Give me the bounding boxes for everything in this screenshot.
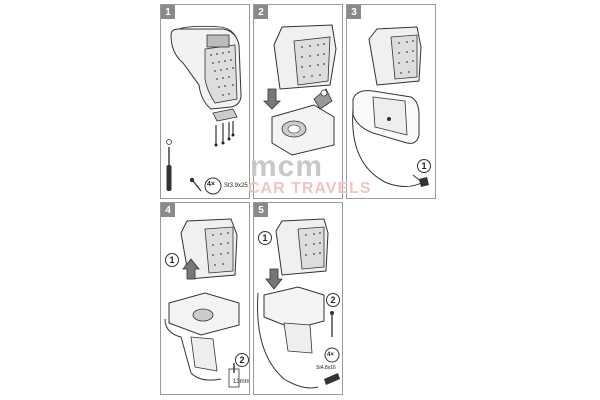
arrow-up-icon: [182, 258, 200, 280]
step-2-panel: 2: [253, 4, 343, 199]
armrest-top-view-illustration: [166, 25, 242, 195]
step-5-callout-1: 1: [258, 231, 272, 245]
armrest-open-lid-illustration: [263, 24, 337, 156]
armrest-mounting-illustration: [352, 26, 429, 187]
screwdriver-icon: [324, 373, 340, 385]
screwdriver-icon: [166, 139, 172, 191]
arrow-down-icon: [263, 88, 281, 110]
step-4-callout-2: 2: [235, 353, 249, 367]
wrench-size: 13mm: [233, 379, 250, 385]
clip-icon: [419, 177, 429, 187]
screw-spec: St4.8x16: [316, 365, 336, 371]
step-4-callout-1: 1: [165, 253, 179, 267]
arrow-down-icon: [265, 268, 283, 290]
screw-icon: [189, 177, 202, 192]
screw-quantity: 4×: [327, 352, 334, 358]
step-5-panel: 5 1 2 4× St4.8x16: [253, 202, 343, 395]
step-3-callout: 1: [417, 159, 431, 173]
step-number: 4: [161, 203, 175, 217]
step-1-panel: 1 4: [160, 4, 250, 199]
armrest-lift-illustration: [164, 218, 240, 388]
step-number: 5: [254, 203, 268, 217]
step-5-callout-2: 2: [326, 293, 340, 307]
step-number: 1: [161, 5, 175, 19]
watermark-brand: mcm: [250, 150, 324, 183]
screw-quantity: 4×: [207, 181, 215, 188]
screw-icon: [330, 311, 334, 337]
watermark-subtitle: CAR TRAVELS: [248, 180, 372, 197]
step-3-panel: 3 1: [346, 4, 436, 199]
step-4-panel: 4 1 2 13mm: [160, 202, 250, 395]
step-number: 3: [347, 5, 361, 19]
wrench-icon: [228, 363, 240, 388]
step-number: 2: [254, 5, 268, 19]
armrest-final-fit-illustration: [257, 218, 340, 389]
screw-spec: St3.9x25: [224, 183, 248, 189]
